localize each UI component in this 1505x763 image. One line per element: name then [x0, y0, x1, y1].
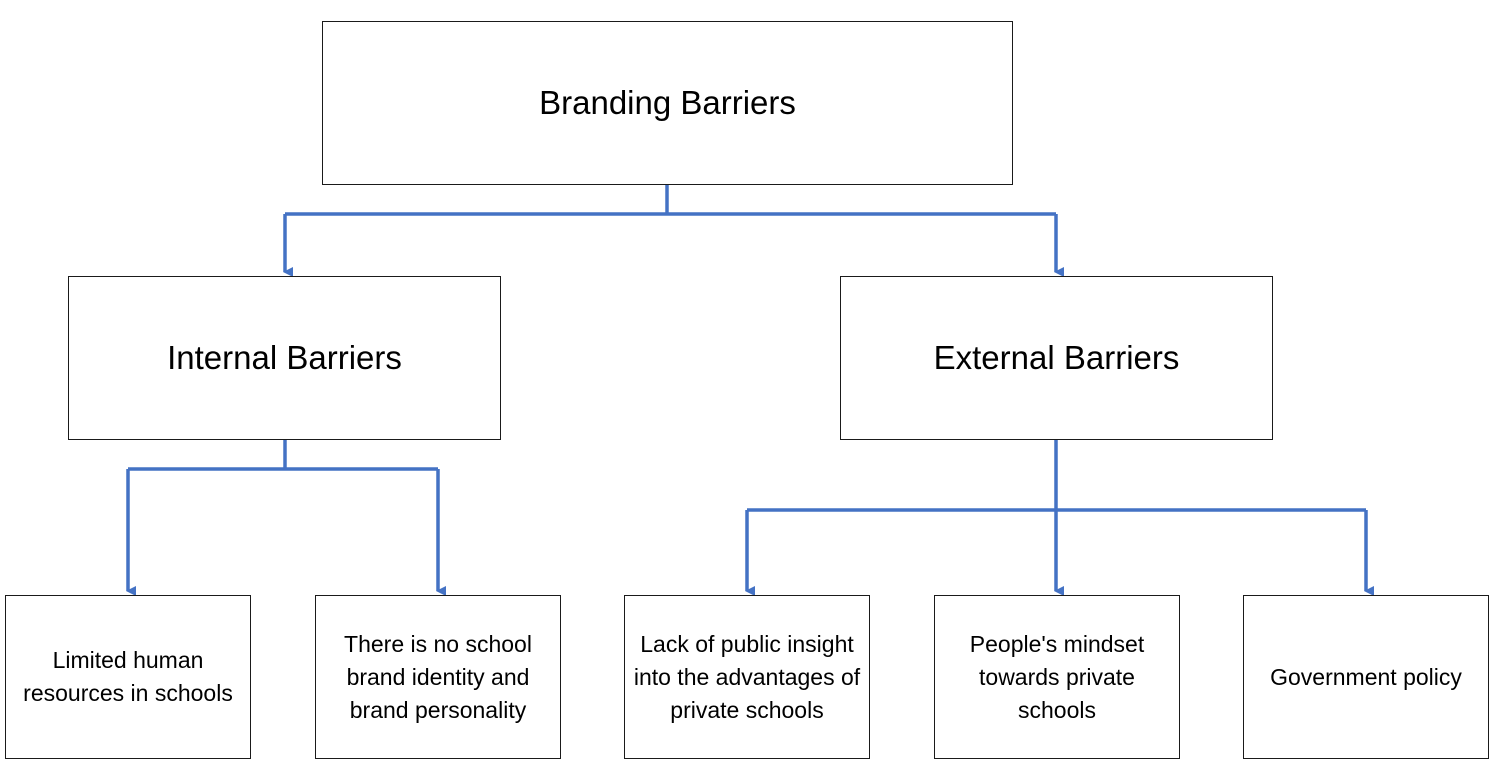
leaf-mindset-label: People's mindset towards private schools: [969, 630, 1145, 723]
leaf-government-policy-node: Government policy: [1243, 595, 1489, 759]
internal-barriers-label: Internal Barriers: [167, 339, 402, 376]
branding-barriers-label: Branding Barriers: [539, 84, 796, 121]
external-barriers-node: External Barriers: [840, 276, 1273, 440]
leaf-human-resources-label: Limited human resources in schools: [23, 647, 233, 706]
leaf-public-insight-node: Lack of public insight into the advantag…: [624, 595, 870, 759]
leaf-mindset-node: People's mindset towards private schools: [934, 595, 1180, 759]
leaf-human-resources-node: Limited human resources in schools: [5, 595, 251, 759]
leaf-government-policy-label: Government policy: [1270, 663, 1462, 690]
leaf-public-insight-label: Lack of public insight into the advantag…: [633, 630, 861, 723]
leaf-brand-identity-label: There is no school brand identity and br…: [344, 630, 532, 723]
internal-barriers-node: Internal Barriers: [68, 276, 501, 440]
leaf-brand-identity-node: There is no school brand identity and br…: [315, 595, 561, 759]
branding-barriers-node: Branding Barriers: [322, 21, 1013, 185]
external-barriers-label: External Barriers: [933, 339, 1180, 376]
